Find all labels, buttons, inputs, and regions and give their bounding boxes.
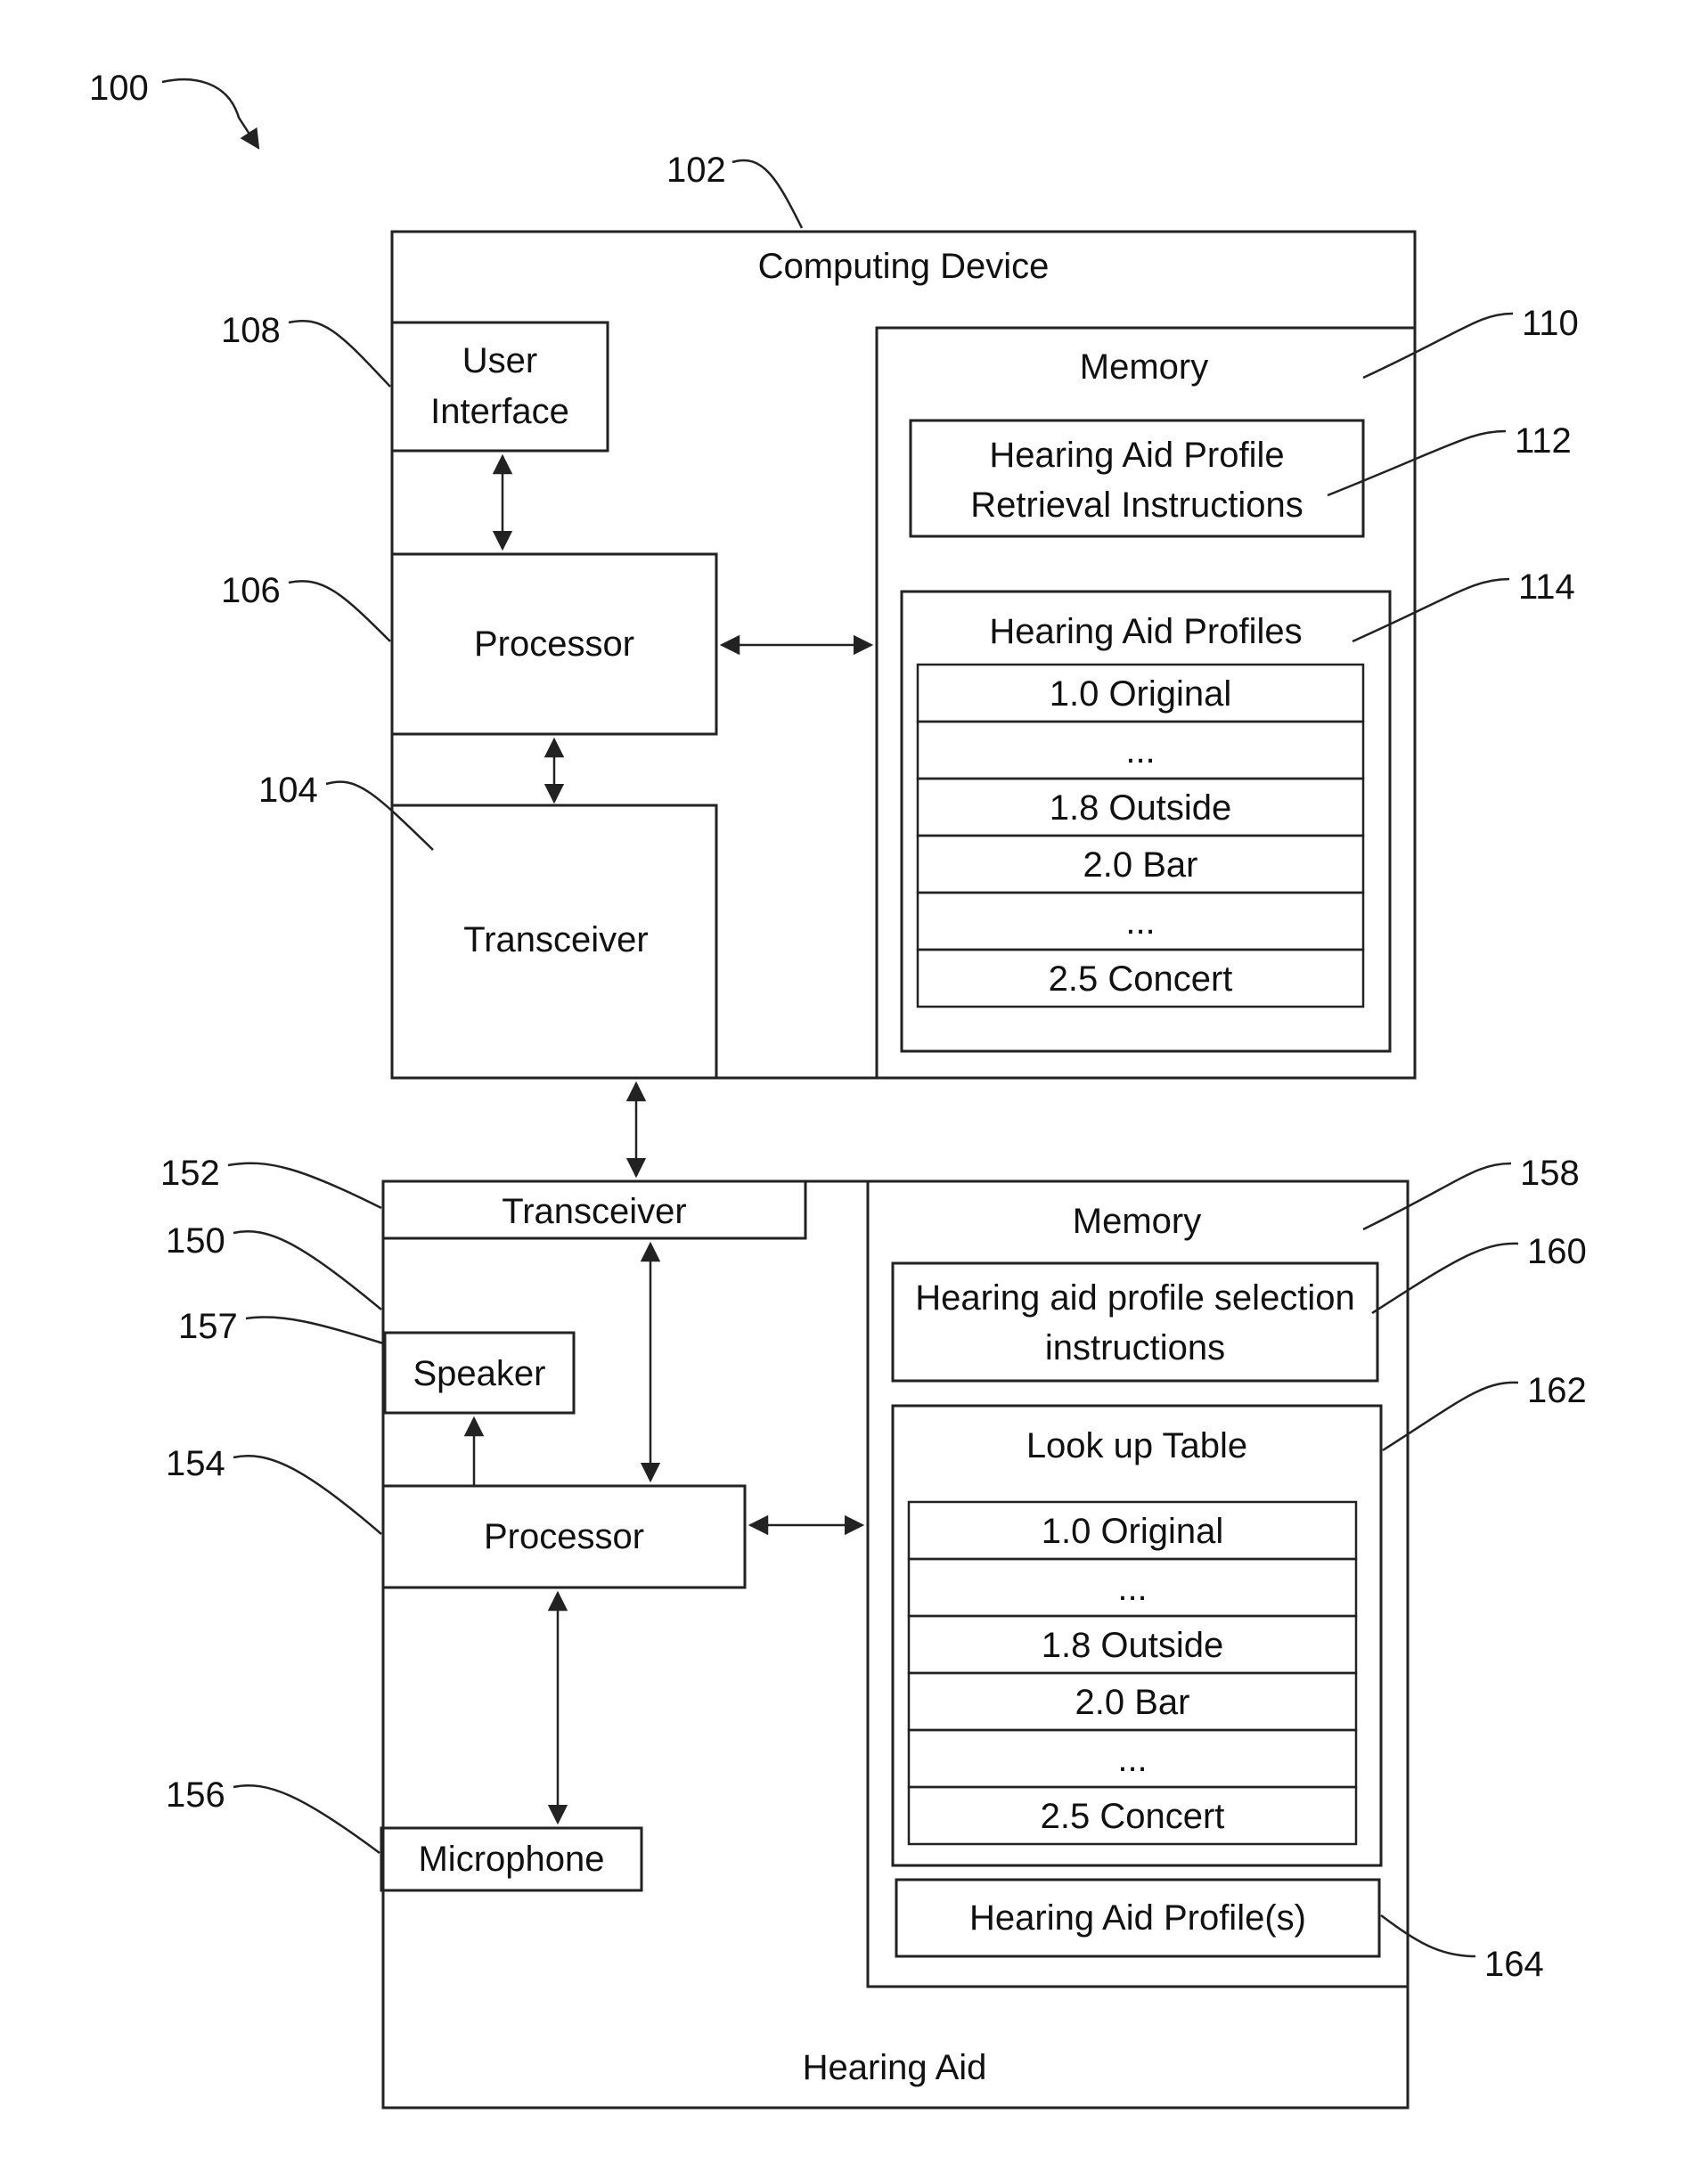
ha-lookup-row-label: 1.8 Outside [1042, 1626, 1224, 1665]
cd-user-interface-line2: Interface [430, 392, 569, 431]
ha-lookup-row-label: ... [1117, 1569, 1147, 1608]
ha-lookup-row-label: 2.5 Concert [1041, 1797, 1225, 1836]
ha-lookup-row-label: 2.0 Bar [1075, 1683, 1190, 1722]
ref-106-leader [289, 581, 390, 641]
ref-108: 108 [221, 311, 281, 350]
ha-processor-label: Processor [484, 1517, 644, 1556]
cd-memory-title: Memory [1080, 347, 1208, 387]
cd-profile-row-label: 2.5 Concert [1049, 959, 1233, 999]
ref-114: 114 [1518, 567, 1575, 607]
ref-150: 150 [166, 1221, 225, 1261]
ref-162: 162 [1527, 1371, 1587, 1410]
cd-profile-row-label: ... [1125, 902, 1155, 942]
ref-104-leader [326, 782, 433, 850]
cd-profiles-title: Hearing Aid Profiles [989, 612, 1302, 651]
ha-microphone-label: Microphone [418, 1840, 604, 1879]
cd-retrieval-instructions-line1: Hearing Aid Profile [989, 436, 1284, 475]
computing-device: Computing Device User Interface Processo… [392, 232, 1415, 1078]
ref-154: 154 [166, 1444, 225, 1483]
ref-154-leader [233, 1456, 381, 1534]
ha-lookup-row-label: ... [1117, 1740, 1147, 1779]
ref-102: 102 [666, 151, 726, 190]
cd-transceiver-label: Transceiver [463, 920, 648, 959]
ref-112-leader [1328, 431, 1506, 495]
ref-110: 110 [1522, 304, 1579, 343]
ha-lookup-row-label: 1.0 Original [1042, 1512, 1224, 1551]
cd-profile-row-label: ... [1125, 731, 1155, 771]
cd-profile-row-label: 2.0 Bar [1083, 845, 1198, 885]
ref-162-leader [1383, 1383, 1518, 1450]
ref-108-leader [289, 321, 390, 387]
cd-profiles-list: 1.0 Original ... 1.8 Outside 2.0 Bar ...… [918, 665, 1363, 1007]
ha-memory-title: Memory [1073, 1202, 1201, 1241]
cd-processor-label: Processor [474, 624, 634, 664]
ref-158: 158 [1520, 1154, 1580, 1193]
ref-158-leader [1363, 1163, 1511, 1229]
ref-156: 156 [166, 1775, 225, 1815]
ref-157-leader [246, 1317, 383, 1343]
hearing-aid: Hearing Aid Transceiver Speaker Processo… [381, 1181, 1408, 2108]
ha-lookup-table-title: Look up Table [1026, 1426, 1247, 1465]
ref-160: 160 [1527, 1232, 1587, 1271]
ha-transceiver-label: Transceiver [502, 1192, 686, 1231]
computing-device-title: Computing Device [758, 247, 1050, 286]
ref-114-leader [1353, 579, 1509, 641]
hearing-aid-title: Hearing Aid [803, 2048, 987, 2087]
cd-profile-row-label: 1.0 Original [1050, 674, 1232, 714]
ref-112: 112 [1515, 421, 1572, 461]
ref-157: 157 [178, 1307, 238, 1346]
cd-profile-row-label: 1.8 Outside [1050, 788, 1232, 828]
ref-164: 164 [1484, 1945, 1544, 1984]
ref-106: 106 [221, 571, 281, 610]
ref-160-leader [1372, 1244, 1518, 1313]
ref-100-arrow [162, 79, 258, 148]
ha-profiles-label: Hearing Aid Profile(s) [969, 1898, 1306, 1938]
ha-lookup-table-list: 1.0 Original ... 1.8 Outside 2.0 Bar ...… [909, 1502, 1356, 1844]
ha-speaker-label: Speaker [413, 1354, 546, 1393]
ref-156-leader [233, 1785, 380, 1853]
ha-selection-instructions-line1: Hearing aid profile selection [915, 1278, 1355, 1318]
ref-110-leader [1363, 314, 1513, 378]
hearing-aid-box [383, 1181, 1408, 2108]
ref-102-leader [732, 160, 802, 228]
ha-selection-instructions-line2: instructions [1045, 1328, 1225, 1367]
cd-user-interface-line1: User [462, 341, 537, 380]
ref-152: 152 [160, 1154, 220, 1193]
ref-150-leader [233, 1231, 381, 1310]
ref-152-leader [228, 1163, 381, 1208]
ref-164-leader [1381, 1915, 1475, 1956]
cd-retrieval-instructions-line2: Retrieval Instructions [970, 486, 1303, 525]
ref-100: 100 [89, 69, 149, 108]
ref-104: 104 [258, 771, 318, 810]
reference-numerals: 100 102 108 110 112 106 114 104 152 158 … [89, 69, 1587, 1984]
